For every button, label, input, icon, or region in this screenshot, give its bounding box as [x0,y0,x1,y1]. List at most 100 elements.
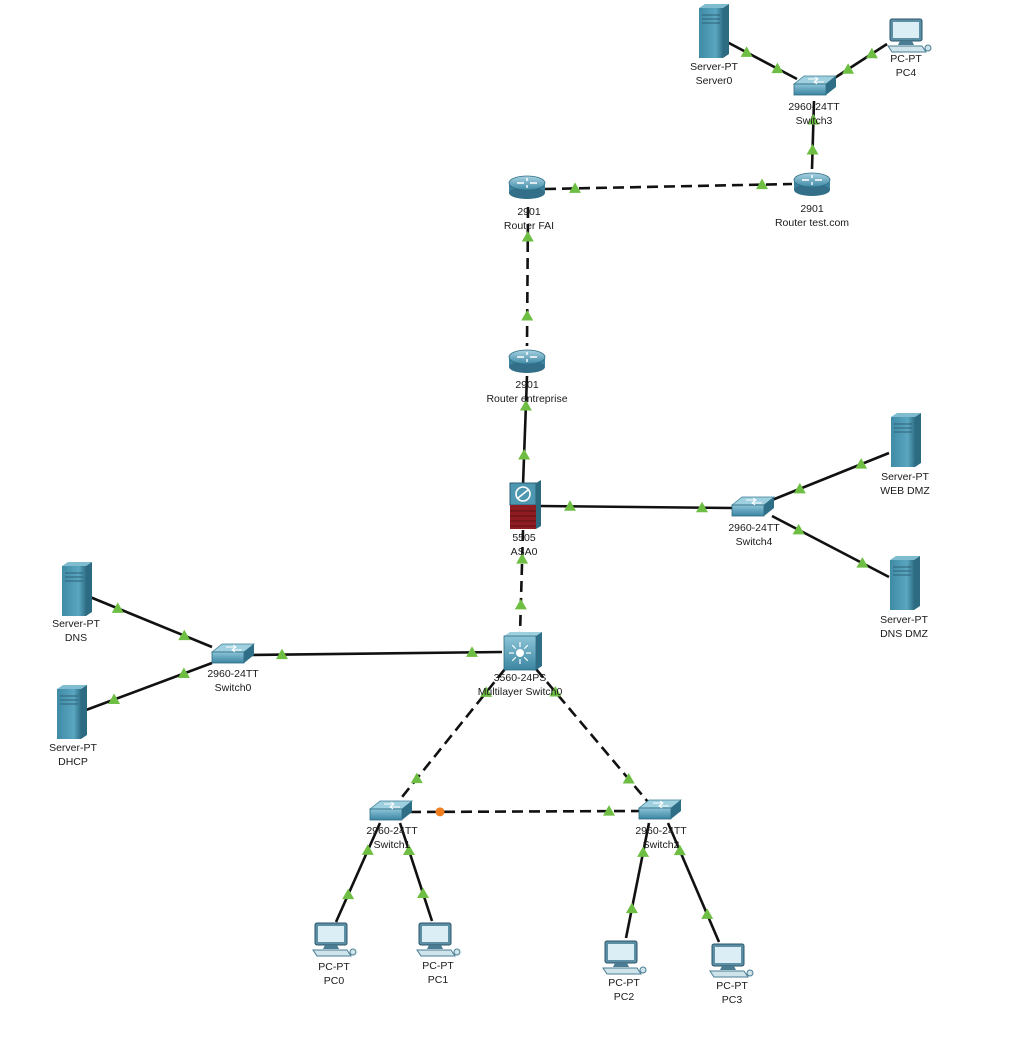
link-light-up [563,500,576,511]
switch-icon [368,800,414,821]
router-icon [508,349,546,373]
link-dhcp-switch0[interactable] [85,661,213,712]
link-switch2-pc2[interactable] [624,822,651,939]
pc-icon [887,18,932,53]
device-dns[interactable]: Server-PT DNS [52,562,101,644]
device-name-label: WEB DMZ [880,485,930,497]
link-router_fai-router_ent[interactable] [525,206,530,347]
device-name-label: Switch0 [215,682,252,694]
pc-icon [416,922,461,957]
link-light-up [792,523,805,535]
pc-icon [312,922,357,957]
mlswitch-icon [503,632,542,671]
switch-icon [637,799,683,820]
device-switch1[interactable]: 2960-24TT Switch1 [366,800,418,851]
device-model-label: 2901 [517,206,541,218]
link-switch4-web_dmz[interactable] [771,451,890,502]
link-light-up [342,888,355,900]
link-light-up [622,773,635,784]
device-model-label: Server-PT [690,61,738,73]
link-light-up [740,46,753,57]
link-light-up [108,693,121,705]
link-switch1-pc0[interactable] [334,822,382,923]
device-model-label: Server-PT [49,742,97,754]
link-lights-layer [108,46,878,919]
link-light-up [807,114,820,125]
link-light-up [521,310,534,321]
link-router_fai-router_test[interactable] [544,182,793,191]
device-name-label: PC3 [722,994,743,1006]
device-model-label: PC-PT [422,960,454,972]
switch-icon [792,75,838,96]
link-switch3-router_test[interactable] [810,100,816,170]
device-switch0[interactable]: 2960-24TT Switch0 [207,643,259,694]
link-light-up [361,844,374,855]
link-switch1-switch2[interactable] [409,809,640,814]
server-icon [891,413,921,467]
device-model-label: Server-PT [880,614,928,626]
link-pc4-switch3[interactable] [832,42,888,81]
link-light-up [417,887,430,899]
device-model-label: Server-PT [52,618,100,630]
link-light-up [701,908,714,919]
link-router_ent-asa0[interactable] [521,375,529,486]
link-switch0-mls0[interactable] [251,650,503,657]
link-light-up [673,844,686,856]
device-model-label: PC-PT [716,980,748,992]
server-icon [62,562,92,616]
link-switch2-pc3[interactable] [666,822,721,943]
switch-icon [210,643,256,664]
device-name-label: Multilayer Switch0 [478,686,563,698]
device-model-label: 2901 [800,203,824,215]
device-name-label: Router FAI [504,220,554,232]
link-asa0-mls0[interactable] [518,529,525,635]
pc-icon [602,940,647,975]
pc-icon [709,943,754,978]
link-light-up [518,449,531,460]
link-light-up [865,47,878,59]
device-name-label: Switch4 [736,536,773,548]
link-light-up [568,182,581,193]
link-light-up [516,553,529,564]
link-light-up [521,230,534,242]
firewall-icon [509,480,541,529]
device-pc3[interactable]: PC-PT PC3 [709,943,754,1006]
link-switch4-dns_dmz[interactable] [771,514,890,579]
link-light-up [402,844,415,855]
router-icon [508,175,546,199]
device-model-label: 2960-24TT [207,668,259,680]
link-light-up [756,178,769,190]
device-name-label: DNS [65,632,87,644]
link-light-up [771,62,784,74]
link-light-up [275,648,288,660]
device-model-label: 2960-24TT [366,825,418,837]
device-dhcp[interactable]: Server-PT DHCP [49,685,98,768]
link-light-up [842,63,855,74]
device-model-label: 5505 [512,532,536,544]
link-server0-switch3[interactable] [726,40,798,81]
link-dns-switch0[interactable] [89,595,213,649]
link-light-up [603,805,616,816]
device-name-label: Switch1 [374,839,411,851]
device-model-label: PC-PT [608,977,640,989]
link-switch1-pc1[interactable] [398,822,434,922]
device-name-label: ASA0 [511,546,538,558]
device-name-label: DHCP [58,756,88,768]
device-model-label: 2960-24TT [788,101,840,113]
